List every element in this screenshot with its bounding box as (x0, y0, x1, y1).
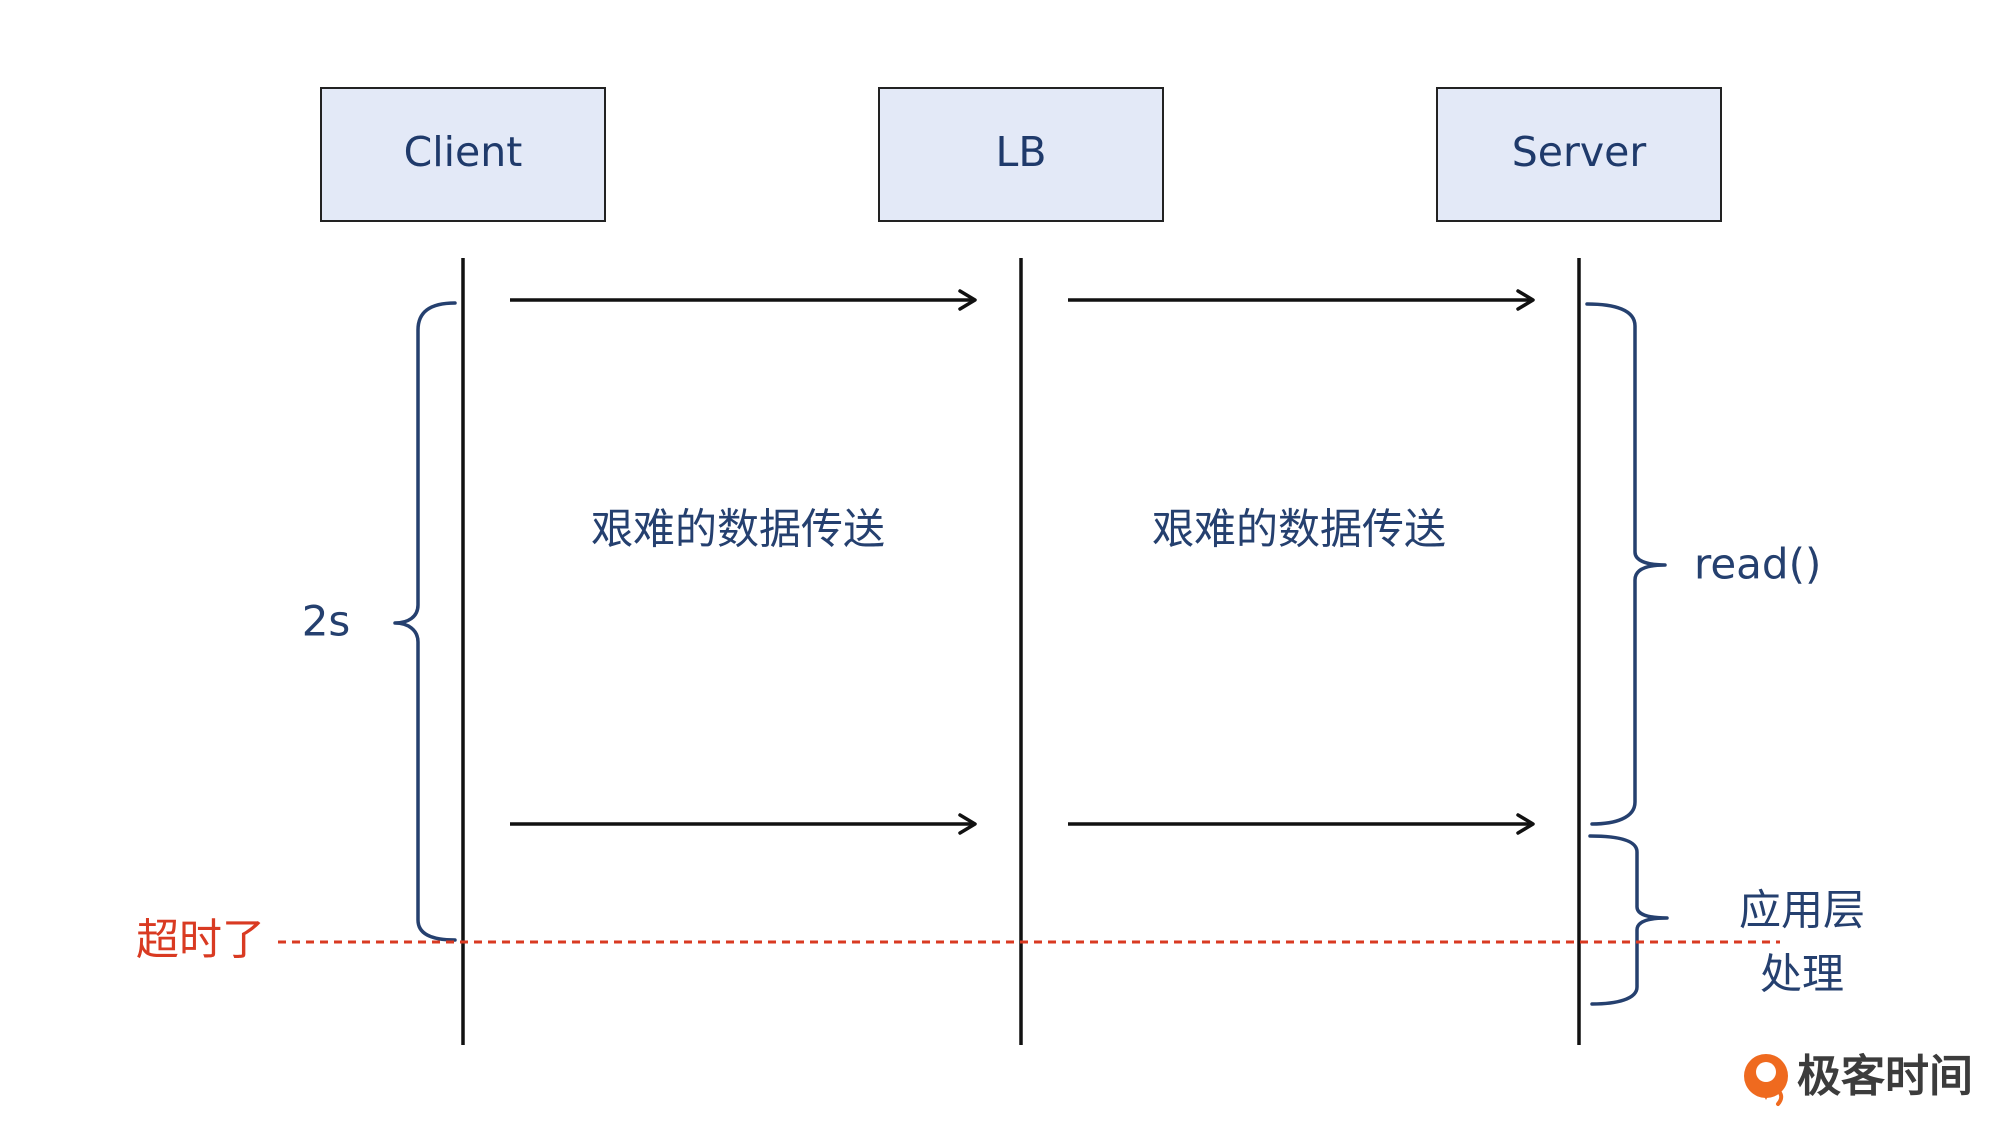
watermark: 极客时间 (1744, 1051, 1973, 1106)
server-process-label-line2: 处理 (1760, 950, 1844, 999)
participant-server-label: Server (1512, 128, 1647, 176)
server-process-brace (1588, 834, 1669, 1006)
participant-client: Client (320, 87, 606, 222)
client-brace (393, 301, 457, 942)
server-read-brace (1585, 302, 1667, 826)
participant-lb-box (878, 87, 1164, 222)
participant-server-box (1436, 87, 1722, 222)
message-client-to-lb-top (510, 289, 977, 311)
segment-label-lb-server: 艰难的数据传送 (1152, 505, 1446, 554)
client-brace-label: 2s (302, 597, 351, 646)
timeout-label: 超时了 (136, 916, 265, 966)
participant-lb-label: LB (996, 128, 1047, 176)
participant-server: Server (1436, 87, 1722, 222)
message-lb-to-server-top (1068, 289, 1535, 311)
watermark-logo-icon (1744, 1054, 1788, 1106)
participant-client-box (320, 87, 606, 222)
message-client-to-lb-bottom (510, 813, 977, 835)
segment-label-client-lb: 艰难的数据传送 (591, 505, 885, 554)
participant-client-label: Client (404, 128, 523, 176)
participant-lb: LB (878, 87, 1164, 222)
watermark-text: 极客时间 (1797, 1051, 1973, 1102)
message-lb-to-server-bottom (1068, 813, 1535, 835)
server-process-label-line1: 应用层 (1739, 886, 1865, 935)
server-read-label: read() (1694, 540, 1821, 589)
